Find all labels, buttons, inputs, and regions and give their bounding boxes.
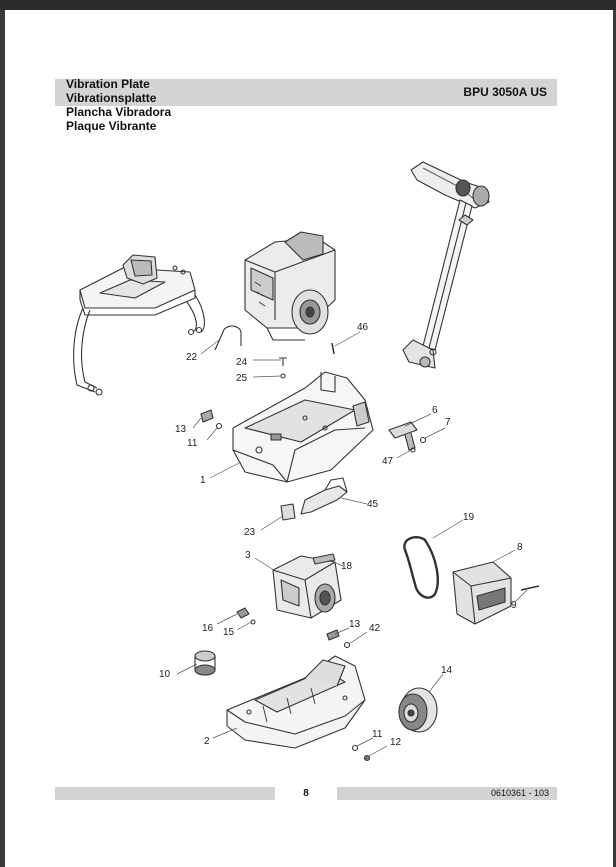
callout-13b: 13 [349, 619, 361, 630]
callout-42: 42 [369, 623, 381, 634]
belt-guard-8 [452, 561, 512, 625]
callout-46: 46 [357, 322, 369, 333]
callout-1: 1 [200, 475, 206, 486]
callout-13: 13 [175, 424, 187, 435]
callout-3: 3 [245, 550, 251, 561]
screw-46 [331, 342, 335, 355]
callout-9: 9 [511, 600, 517, 611]
bolt-13b [326, 629, 340, 641]
callout-45: 45 [367, 499, 379, 510]
callout-labels: 22 24 25 46 13 11 1 6 7 47 45 23 3 18 19… [159, 322, 523, 748]
guide-handle [402, 161, 490, 369]
callout-8: 8 [517, 542, 523, 553]
handle-frame [73, 254, 205, 396]
washer-15 [250, 619, 256, 625]
callout-47: 47 [382, 456, 394, 467]
screw-24 [279, 357, 287, 366]
washer-25 [280, 373, 286, 379]
pin-7 [419, 436, 427, 444]
document-page: Vibration Plate Vibrationsplatte Plancha… [5, 10, 613, 867]
callout-16: 16 [202, 623, 214, 634]
callout-22: 22 [186, 352, 198, 363]
callout-15: 15 [223, 627, 235, 638]
callout-24: 24 [236, 357, 248, 368]
washer-11 [215, 422, 223, 430]
washer-42 [343, 641, 351, 649]
title-spanish: Plancha Vibradora [66, 105, 172, 119]
buffer-23 [280, 503, 296, 521]
callout-2: 2 [204, 736, 210, 747]
footer-band-left [55, 787, 275, 800]
screw-9 [520, 585, 540, 591]
callout-14: 14 [441, 665, 453, 676]
callout-23: 23 [244, 527, 256, 538]
callout-18: 18 [341, 561, 353, 572]
base-plate-2 [226, 655, 366, 749]
wheel-14 [398, 687, 438, 733]
leader-lines [176, 331, 528, 757]
footer-band-right [337, 787, 557, 800]
hose-22 [222, 325, 242, 346]
bolt-6 [388, 421, 418, 451]
page-number: 8 [303, 788, 309, 799]
callout-11b: 11 [372, 729, 383, 740]
bolt-13 [200, 409, 214, 423]
header-band [55, 79, 557, 106]
engine-base-1 [232, 371, 374, 483]
washer-11b [351, 744, 359, 752]
title-german: Vibrationsplatte [66, 91, 157, 105]
title-french: Plaque Vibrante [66, 119, 157, 133]
callout-12: 12 [390, 737, 402, 748]
callout-10: 10 [159, 669, 171, 680]
nut-12 [363, 754, 371, 762]
shock-mount-10 [194, 650, 216, 676]
document-number: 0610361 - 103 [490, 788, 549, 798]
callout-19: 19 [463, 512, 475, 523]
v-belt-19 [403, 536, 439, 599]
model-number: BPU 3050A US [463, 85, 547, 99]
viewer-top-bar [0, 0, 616, 10]
callout-7: 7 [445, 417, 451, 428]
exploded-parts-diagram: 22 24 25 46 13 11 1 6 7 47 45 23 3 18 19… [73, 161, 540, 762]
bolt-18 [312, 553, 336, 565]
engine [244, 231, 336, 341]
callout-11: 11 [187, 438, 198, 449]
nut-16 [236, 607, 250, 619]
title-block: Vibration Plate Vibrationsplatte Plancha… [66, 77, 171, 133]
callout-6: 6 [432, 405, 438, 416]
exciter-3 [272, 555, 342, 619]
title-english: Vibration Plate [66, 77, 150, 91]
bracket-45 [300, 477, 348, 515]
callout-25: 25 [236, 373, 248, 384]
